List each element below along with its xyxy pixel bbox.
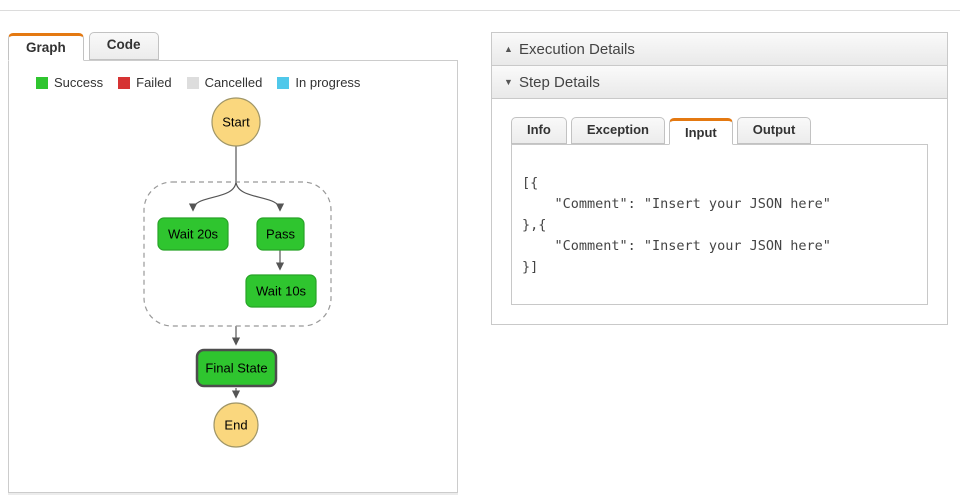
legend-label: Failed xyxy=(136,75,172,90)
graph-panel: Success Failed Cancelled In progress xyxy=(8,60,458,493)
node-pass-label: Pass xyxy=(266,227,295,242)
node-wait-20s[interactable] xyxy=(157,217,229,251)
tab-code[interactable]: Code xyxy=(88,32,159,60)
node-start-label: Start xyxy=(222,115,250,130)
parallel-state-container xyxy=(143,181,332,327)
accordion-execution-details-label: Execution Details xyxy=(519,40,635,58)
tab-info[interactable]: Info xyxy=(511,117,567,144)
caret-up-icon: ▲ xyxy=(504,44,513,54)
graph-code-tabs: Graph Code xyxy=(8,32,458,61)
cancelled-swatch-icon xyxy=(186,76,199,89)
node-pass[interactable] xyxy=(256,217,305,251)
tab-output[interactable]: Output xyxy=(736,117,812,144)
node-wait-10s[interactable] xyxy=(245,274,317,308)
failed-swatch-icon xyxy=(118,76,131,89)
node-start[interactable] xyxy=(211,97,261,147)
legend-item-in-progress: In progress xyxy=(277,75,360,90)
legend-item-cancelled: Cancelled xyxy=(186,75,263,90)
input-json-box: [{ "Comment": "Insert your JSON here" },… xyxy=(511,144,928,305)
node-end-label: End xyxy=(224,418,247,433)
tab-input[interactable]: Input xyxy=(668,118,733,145)
node-final-state-label: Final State xyxy=(205,361,267,376)
legend-item-failed: Failed xyxy=(118,75,172,90)
legend-label: In progress xyxy=(295,75,361,90)
step-details-tabs: Info Exception Input Output xyxy=(511,117,928,145)
edge-fork-left xyxy=(188,180,237,212)
tab-exception[interactable]: Exception xyxy=(570,117,665,144)
caret-down-icon: ▼ xyxy=(504,77,513,87)
accordion-step-details[interactable]: ▼ Step Details xyxy=(492,66,947,99)
step-details-content: Info Exception Input Output [{ "Comment"… xyxy=(492,99,947,324)
node-end[interactable] xyxy=(213,402,259,448)
legend-label: Cancelled xyxy=(204,75,263,90)
accordion-step-details-label: Step Details xyxy=(519,73,600,91)
graph-section: Graph Code Success Failed Cancelled In p… xyxy=(8,32,458,493)
legend-item-success: Success xyxy=(36,75,103,90)
details-section: ▲ Execution Details ▼ Step Details Info … xyxy=(491,32,948,325)
status-legend: Success Failed Cancelled In progress xyxy=(9,61,457,90)
input-json-content: [{ "Comment": "Insert your JSON here" },… xyxy=(522,175,831,275)
in-progress-swatch-icon xyxy=(277,76,290,89)
node-final-state[interactable] xyxy=(195,348,278,388)
tab-graph[interactable]: Graph xyxy=(8,33,84,61)
node-wait-10s-label: Wait 10s xyxy=(256,284,307,299)
state-machine-graph: Start Wait 20s Pass Wait 10s Final State… xyxy=(143,97,332,448)
legend-label: Success xyxy=(54,75,104,90)
success-swatch-icon xyxy=(36,76,48,89)
top-divider xyxy=(0,10,960,11)
accordion-execution-details[interactable]: ▲ Execution Details xyxy=(492,33,947,66)
node-wait-20s-label: Wait 20s xyxy=(168,227,219,242)
edge-fork-right xyxy=(235,180,285,212)
